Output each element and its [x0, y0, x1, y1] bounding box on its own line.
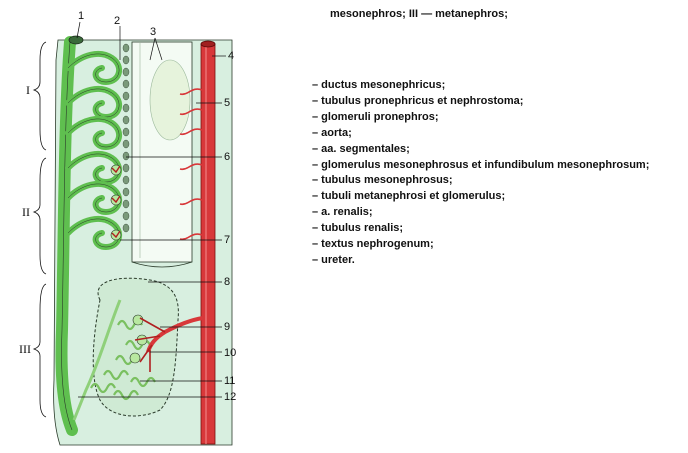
- legend-item-10: – tubulus renalis;: [312, 222, 404, 235]
- tubule-6: [65, 215, 123, 251]
- tubules-group: [65, 43, 130, 251]
- label-3: 3: [150, 26, 156, 38]
- segmental-artery: [179, 163, 203, 171]
- glomerulus-dot: [122, 103, 130, 113]
- glomerulus-dot: [122, 163, 130, 173]
- glomerulus-dot: [122, 115, 130, 125]
- legend-header: mesonephros; III — metanephros;: [330, 8, 508, 20]
- aorta-opening: [200, 40, 216, 48]
- metanephric-tubules: [90, 314, 156, 401]
- leader-lines: [76, 21, 226, 398]
- legend-item-4: – aorta;: [312, 126, 352, 139]
- glomerulus-dot: [122, 67, 130, 77]
- label-12: 12: [224, 391, 236, 403]
- section-label-2: II: [22, 205, 30, 219]
- aorta: [200, 43, 216, 445]
- segmental-artery: [179, 88, 203, 96]
- label-7: 7: [224, 234, 230, 246]
- label-5: 5: [224, 97, 230, 109]
- label-4: 4: [228, 50, 234, 62]
- glomerulus-dot: [122, 43, 130, 53]
- segmental-arteries: [179, 88, 203, 241]
- label-6: 6: [224, 151, 230, 163]
- duct-opening: [68, 35, 84, 45]
- segmental-artery: [179, 198, 203, 206]
- label-2: 2: [114, 15, 120, 27]
- section-label-1: I: [26, 83, 30, 97]
- metanephric-tubule: [113, 389, 139, 401]
- legend-item-7: – tubulus mesonephrosus;: [312, 174, 453, 187]
- tubule-3: [65, 115, 123, 151]
- legend-item-3: – glomeruli pronephros;: [312, 110, 439, 123]
- section-label-3: III: [19, 342, 31, 356]
- tubule-5: [65, 180, 123, 216]
- embryonic-kidney-diagram: 1 2 3 4 5 6 7 8 9 10 11 12 I II III: [19, 10, 236, 446]
- legend-list: – ductus mesonephricus; – tubulus pronep…: [312, 78, 649, 269]
- metanephric-tubule: [130, 376, 156, 388]
- legend-item-6: – glomerulus mesonephrosus et infundibul…: [312, 158, 650, 171]
- metanephric-tubule: [90, 382, 116, 394]
- legend-item-8: – tubuli metanephrosi et glomerulus;: [312, 190, 506, 203]
- legend-item-12: – ureter.: [312, 253, 355, 266]
- metanephric-tubule: [103, 369, 129, 381]
- section-braces: [32, 41, 47, 418]
- glomerulus-dot: [122, 151, 130, 161]
- tubule-2: [65, 85, 123, 121]
- glomerulus-dot: [122, 211, 130, 221]
- metanephric-glomerulus: [132, 314, 144, 326]
- renal-artery-branches: [134, 317, 166, 372]
- label-11: 11: [224, 375, 235, 387]
- label-8: 8: [224, 276, 230, 288]
- legend-item-11: – textus nephrogenum;: [312, 238, 434, 251]
- glomerulus-dot: [122, 223, 130, 233]
- glomerulus-dot: [122, 175, 130, 185]
- inner-tube-bottom: [131, 261, 193, 268]
- label-9: 9: [224, 321, 230, 333]
- pronephros-remnant: [149, 59, 191, 141]
- glomerulus-dot: [122, 91, 130, 101]
- tubule-1: [65, 50, 123, 86]
- metanephric-glomerulus: [129, 352, 141, 364]
- segmental-artery: [179, 128, 203, 136]
- tubule-4: [65, 150, 123, 186]
- label-10: 10: [224, 347, 236, 359]
- segmental-artery: [179, 233, 203, 241]
- glomerulus-dot: [122, 187, 130, 197]
- glomerulus-dot: [122, 199, 130, 209]
- legend-item-1: – ductus mesonephricus;: [312, 79, 446, 91]
- legend-item-2: – tubulus pronephricus et nephrostoma;: [312, 94, 524, 107]
- segmental-artery: [179, 108, 203, 116]
- glomerulus-dot: [122, 139, 130, 149]
- glomerulus-dot: [122, 79, 130, 89]
- legend-item-9: – a. renalis;: [312, 206, 373, 219]
- legend-item-5: – aa. segmentales;: [312, 142, 410, 155]
- label-1: 1: [78, 10, 84, 22]
- ureter: [72, 299, 122, 421]
- ductus-outline: [61, 41, 73, 431]
- glomerulus-dot: [122, 55, 130, 65]
- glomerulus-dot: [122, 127, 130, 137]
